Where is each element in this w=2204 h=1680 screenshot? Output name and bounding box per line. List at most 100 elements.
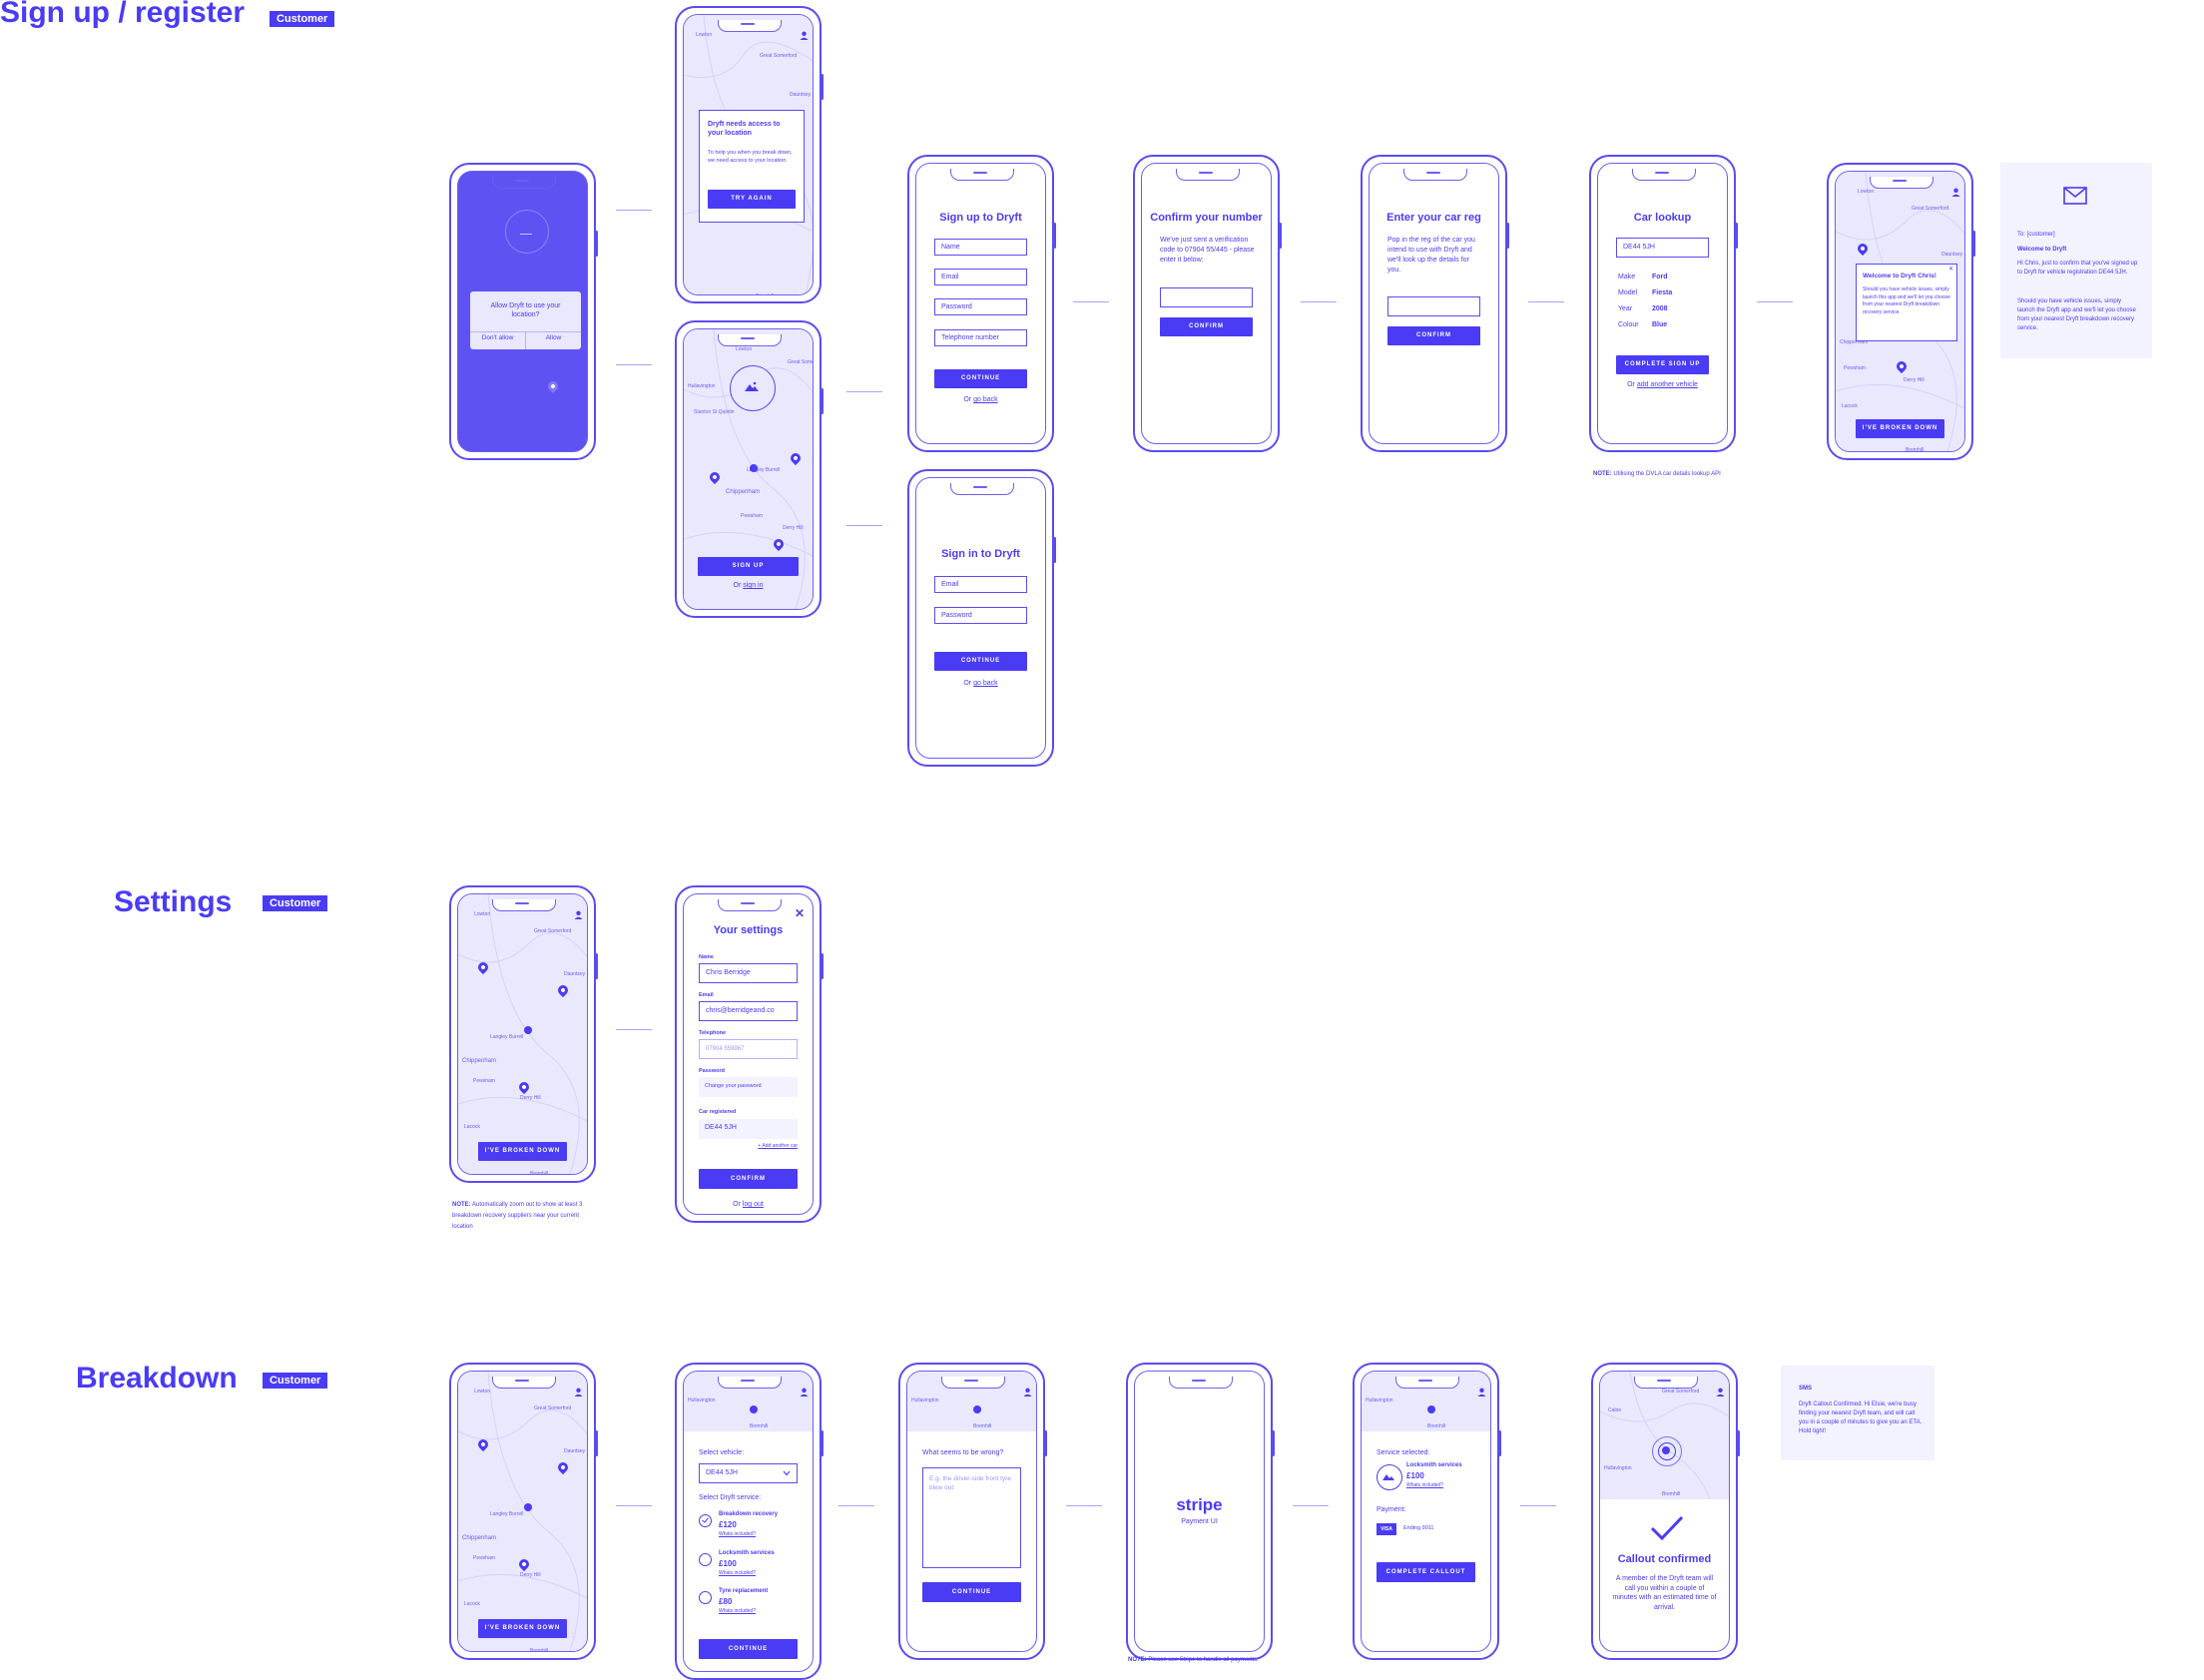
map-label: Langley Burrell: [490, 1511, 524, 1517]
permission-dialog-text: Allow Dryft to use your location?: [490, 302, 561, 318]
badge-settings: Customer: [263, 895, 328, 911]
password-field[interactable]: Password: [934, 607, 1027, 624]
connector: [1520, 1505, 1556, 1506]
check-icon: [702, 1517, 709, 1523]
problem-label: What seems to be wrong?: [922, 1449, 1004, 1456]
map-label: Hullavington: [911, 1398, 939, 1403]
problem-textarea[interactable]: E.g. the driver-side front tyre blew out: [922, 1467, 1021, 1568]
service-radio-selected[interactable]: [699, 1514, 712, 1527]
phone-settings-map: Lowton Great Somerford Dauntsey Langley …: [449, 885, 598, 1183]
telephone-field[interactable]: Telephone number: [934, 329, 1027, 346]
map-label: Dauntsey: [564, 971, 586, 977]
page-title: Confirm your number: [1150, 212, 1263, 224]
telephone-field[interactable]: 07904 559967: [699, 1039, 798, 1059]
location-required-card: Dryft needs access to your location To h…: [699, 110, 805, 223]
map-label: Great Somerford: [1662, 1389, 1700, 1395]
user-icon[interactable]: [1951, 188, 1960, 197]
email-label: Email: [699, 992, 714, 998]
name-field[interactable]: Chris Berridge: [699, 963, 798, 983]
welcome-email-panel: To: [customer] Welcome to Dryft Hi Chris…: [2000, 163, 2152, 358]
try-again-button[interactable]: TRY AGAIN: [708, 190, 796, 209]
or-text: Or: [1627, 381, 1635, 388]
sign-in-link[interactable]: sign in: [743, 582, 764, 589]
connector: [1066, 1505, 1102, 1506]
service-radio[interactable]: [699, 1553, 712, 1566]
car-reg-field[interactable]: [1387, 296, 1480, 316]
divider: [525, 331, 526, 349]
map-label: Great Somerford: [760, 53, 798, 59]
map-label: Lowton: [1858, 189, 1875, 195]
user-icon[interactable]: [574, 1388, 583, 1397]
user-icon[interactable]: [1477, 1388, 1486, 1397]
continue-button[interactable]: CONTINUE: [699, 1639, 798, 1659]
close-icon[interactable]: ✕: [1947, 267, 1953, 273]
sign-in-link-row: Or sign in: [684, 581, 813, 591]
add-vehicle-link[interactable]: add another vehicle: [1636, 381, 1698, 388]
add-another-car-link[interactable]: + Add another car: [758, 1143, 798, 1149]
continue-button[interactable]: CONTINUE: [934, 652, 1027, 671]
change-password-field[interactable]: Change your password: [699, 1077, 798, 1097]
phone-select-service: Hullavington Bremhill Select vehicle: DE…: [675, 1363, 824, 1680]
broken-down-button[interactable]: I'VE BROKEN DOWN: [1856, 419, 1944, 438]
map: Great Somerford Calne Hullavington Bremh…: [1600, 1372, 1729, 1499]
password-field[interactable]: Password: [934, 298, 1027, 315]
user-icon[interactable]: [1716, 1388, 1725, 1397]
map: Lowton Great Somerford Dauntsey Langley …: [458, 1372, 587, 1651]
detail-value: 2008: [1652, 305, 1668, 312]
complete-sign-up-button[interactable]: COMPLETE SIGN UP: [1616, 355, 1709, 374]
select-service-label: Select Dryft service:: [699, 1494, 762, 1501]
go-back-link[interactable]: go back: [973, 680, 998, 687]
connector: [846, 525, 882, 526]
continue-button[interactable]: CONTINUE: [934, 369, 1027, 388]
confirm-button[interactable]: CONFIRM: [1160, 317, 1253, 336]
location-pulse-ring: [1658, 1442, 1676, 1460]
confirm-button[interactable]: CONFIRM: [699, 1169, 798, 1189]
page-title: Enter your car reg: [1386, 212, 1481, 224]
note-text: Please use Stripe to handle all payments…: [1148, 1657, 1259, 1663]
continue-button[interactable]: CONTINUE: [922, 1582, 1021, 1602]
detail-value: Fiesta: [1652, 289, 1673, 296]
sign-up-button[interactable]: SIGN UP: [698, 557, 799, 576]
map-label: Langley Burrell: [747, 467, 781, 473]
whats-included-link[interactable]: Whats included?: [1406, 1482, 1443, 1488]
whats-included-link[interactable]: Whats included?: [719, 1531, 756, 1537]
whats-included-link[interactable]: Whats included?: [719, 1570, 756, 1576]
confirm-button[interactable]: CONFIRM: [1387, 326, 1480, 345]
close-icon[interactable]: ✕: [794, 906, 805, 920]
log-out-link[interactable]: log out: [742, 1201, 764, 1208]
problem-placeholder: E.g. the driver-side front tyre blew out: [929, 1475, 1012, 1491]
service-price: £100: [719, 1559, 737, 1568]
user-icon[interactable]: [574, 910, 583, 919]
reg-field[interactable]: DE44 5JH: [1616, 238, 1709, 258]
dont-allow-button[interactable]: Don't allow: [481, 334, 514, 341]
map-label: Chippenham: [1840, 339, 1869, 345]
go-back-link[interactable]: go back: [973, 396, 998, 403]
email-field[interactable]: Email: [934, 269, 1027, 285]
allow-button[interactable]: Allow: [545, 334, 562, 341]
email-field[interactable]: Email: [934, 576, 1027, 593]
current-location-dot: [1662, 1446, 1670, 1454]
map-label: Bremhill: [750, 1423, 769, 1429]
email-field[interactable]: chris@berridgeand.co: [699, 1001, 798, 1021]
complete-callout-button[interactable]: COMPLETE CALLOUT: [1377, 1562, 1475, 1582]
envelope-icon: [2063, 187, 2087, 205]
user-icon[interactable]: [800, 31, 809, 40]
verification-code-field[interactable]: [1160, 287, 1253, 307]
car-registered-field[interactable]: DE44 5JH: [699, 1119, 798, 1139]
broken-down-button[interactable]: I'VE BROKEN DOWN: [478, 1142, 567, 1161]
note-label: NOTE:: [1593, 471, 1612, 477]
user-icon[interactable]: [1023, 1388, 1032, 1397]
service-name: Tyre replacement: [719, 1588, 769, 1594]
map-label: Great Somerford: [1912, 206, 1949, 212]
map-label: Lacock: [464, 1601, 480, 1607]
whats-included-link[interactable]: Whats included?: [719, 1608, 756, 1614]
go-back-row: Or go back: [916, 395, 1045, 405]
user-icon[interactable]: [800, 1388, 809, 1397]
broken-down-button[interactable]: I'VE BROKEN DOWN: [478, 1619, 567, 1638]
note-text: Automatically zoom out to show at least …: [452, 1202, 583, 1230]
chevron-down-icon: [783, 1470, 791, 1476]
service-radio[interactable]: [699, 1591, 712, 1604]
name-field[interactable]: Name: [934, 239, 1027, 256]
vehicle-select[interactable]: DE44 5JH: [699, 1463, 798, 1483]
